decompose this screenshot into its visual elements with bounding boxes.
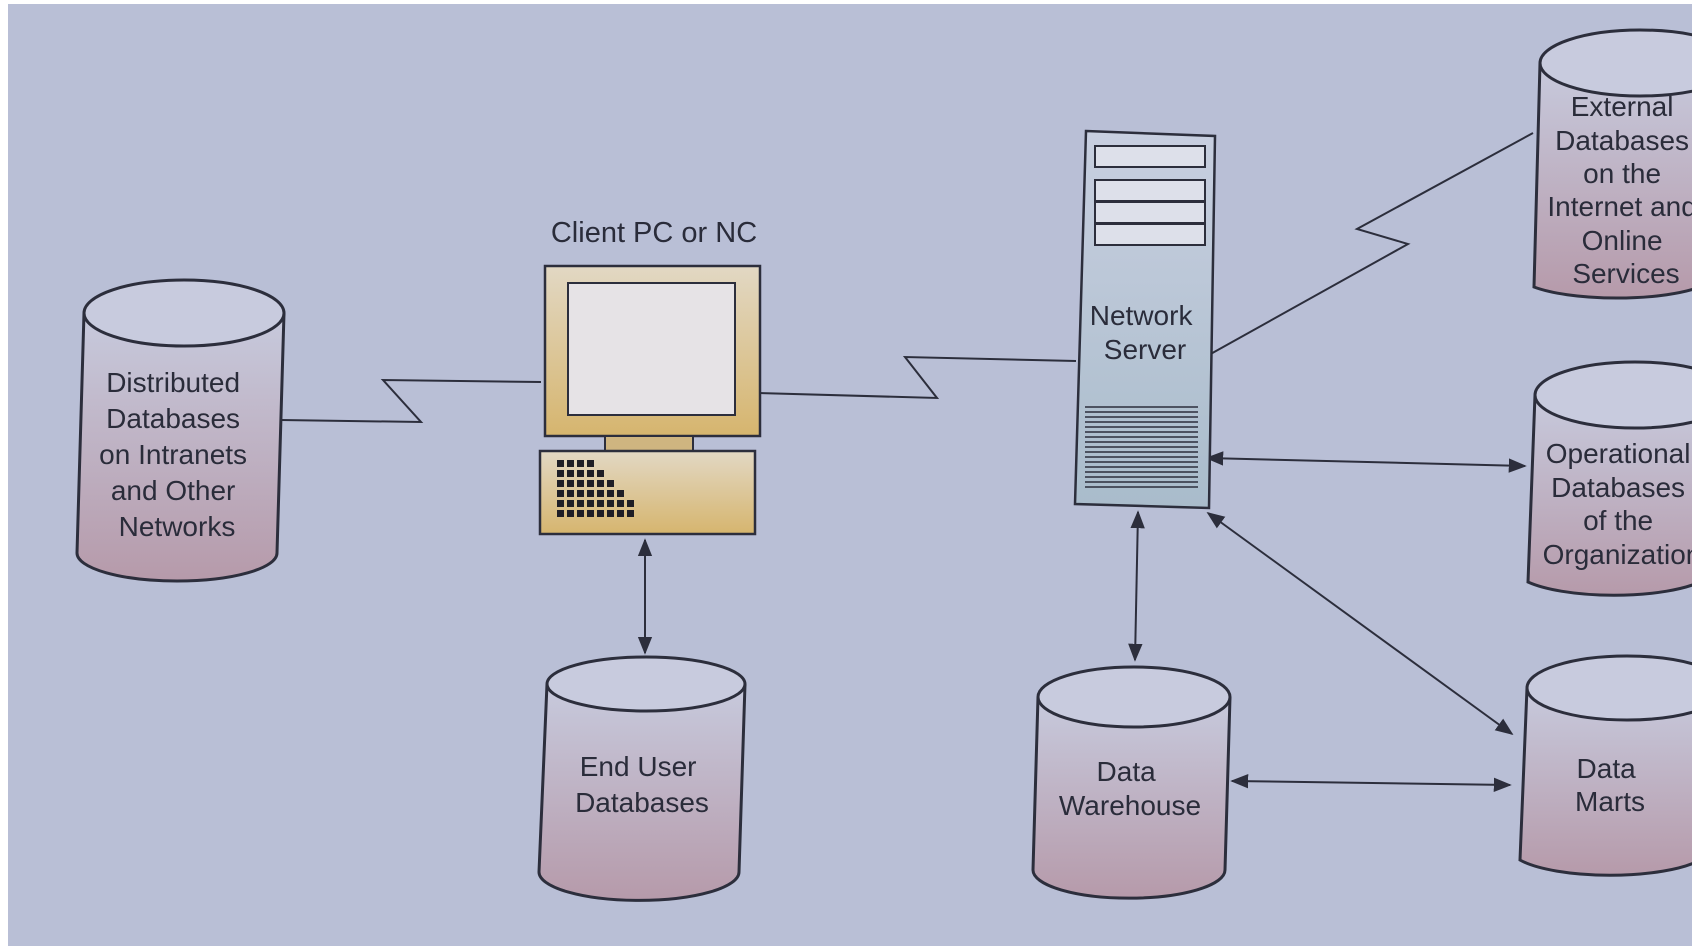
db-external: External Databases on the Internet and O…: [1532, 28, 1692, 300]
server-vents: [1085, 406, 1198, 488]
link-server-to-external: [1206, 132, 1534, 357]
db-external-label: External Databases on the Internet and O…: [1547, 91, 1692, 289]
db-marts-label: Data Marts: [1575, 753, 1645, 817]
database-cylinder-icon: [537, 683, 747, 902]
keyboard-key: [577, 500, 584, 507]
keyboard-key: [557, 510, 564, 517]
top-border: [0, 0, 1692, 4]
client-pc-label: Client PC or NC: [551, 217, 757, 249]
db-marts: Data Marts: [1518, 654, 1692, 877]
database-cylinder-icon: [1031, 696, 1232, 900]
database-cylinder-icon: [75, 312, 286, 583]
keyboard-key: [627, 500, 634, 507]
database-cylinder-icon: [1532, 62, 1692, 300]
db-operational-label: Operational Databases of the Organizatio…: [1543, 438, 1692, 570]
keyboard-key: [567, 510, 574, 517]
left-border: [0, 0, 8, 946]
keyboard-key: [597, 470, 604, 477]
arrow-warehouse-marts: [1230, 774, 1512, 792]
keyboard-key: [587, 470, 594, 477]
keyboard-key: [597, 480, 604, 487]
keyboard-key: [607, 490, 614, 497]
arrow-server-marts: [1206, 511, 1514, 736]
keyboard-key: [557, 500, 564, 507]
keyboard-key: [577, 460, 584, 467]
keyboard-key: [627, 510, 634, 517]
db-operational: Operational Databases of the Organizatio…: [1526, 360, 1692, 597]
database-cylinder-icon: [1518, 687, 1692, 877]
keyboard-key: [567, 460, 574, 467]
keyboard-key: [577, 470, 584, 477]
keyboard-key: [557, 490, 564, 497]
db-distributed-label: Distributed Databases on Intranets and O…: [99, 367, 255, 542]
keyboard-key: [597, 500, 604, 507]
keyboard-key: [567, 500, 574, 507]
db-end-user-label: End User Databases: [575, 751, 709, 818]
keyboard-keys: [557, 460, 634, 517]
arrow-server-operational: [1205, 451, 1527, 473]
keyboard-key: [587, 510, 594, 517]
db-warehouse: Data Warehouse: [1031, 665, 1232, 900]
keyboard-key: [577, 480, 584, 487]
keyboard-key: [557, 480, 564, 487]
keyboard-key: [617, 490, 624, 497]
server-tower-icon: [1073, 129, 1217, 510]
keyboard-key: [607, 500, 614, 507]
client-pc: Client PC or NC: [538, 217, 762, 536]
keyboard-key: [597, 510, 604, 517]
keyboard-key: [587, 490, 594, 497]
keyboard-key: [597, 490, 604, 497]
arrow-server-warehouse: [1128, 510, 1145, 662]
database-cylinder-icon: [1526, 394, 1692, 597]
network-server-label: Network Server: [1090, 300, 1200, 365]
link-client-to-server: [757, 355, 1077, 400]
keyboard-key: [587, 500, 594, 507]
keyboard-key: [567, 490, 574, 497]
db-distributed: Distributed Databases on Intranets and O…: [75, 278, 286, 583]
keyboard-key: [567, 480, 574, 487]
keyboard-key: [587, 480, 594, 487]
keyboard-key: [607, 480, 614, 487]
keyboard-key: [557, 470, 564, 477]
network-server: Network Server: [1073, 129, 1217, 510]
keyboard-key: [557, 460, 564, 467]
desktop-computer-icon: [538, 264, 762, 536]
db-end-user: End User Databases: [537, 655, 747, 902]
keyboard-key: [577, 510, 584, 517]
link-distributed-to-client: [280, 378, 542, 424]
keyboard-key: [617, 500, 624, 507]
db-warehouse-label: Data Warehouse: [1059, 756, 1201, 821]
keyboard-key: [607, 510, 614, 517]
keyboard-key: [587, 460, 594, 467]
keyboard-key: [567, 470, 574, 477]
keyboard-key: [577, 490, 584, 497]
keyboard-key: [617, 510, 624, 517]
